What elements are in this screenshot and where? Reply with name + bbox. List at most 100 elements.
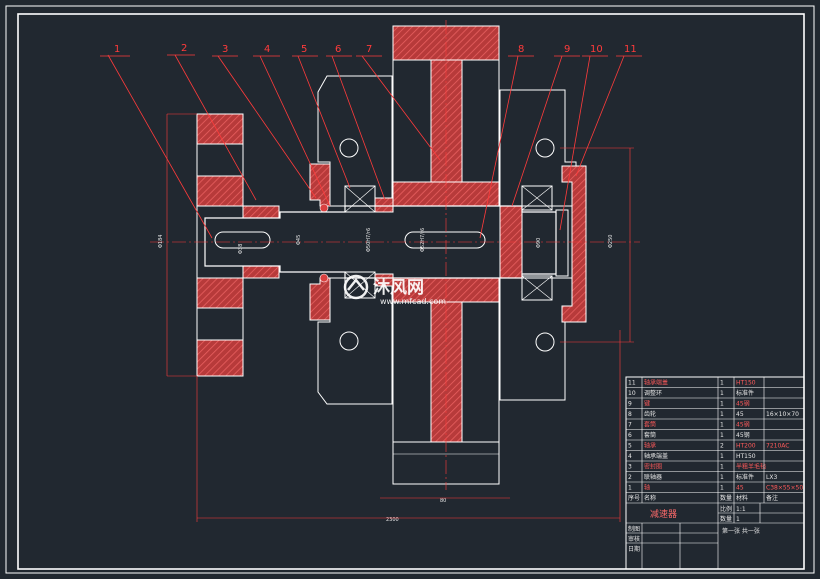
bom-cell-name: 套筒	[644, 421, 656, 429]
leader-label-5: 5	[301, 44, 307, 55]
bom-cell-no: 7	[628, 422, 632, 429]
bom-cell-name: 套筒	[644, 431, 656, 439]
bom-cell-no: 1	[628, 485, 632, 492]
bom-cell-material: 45钢	[736, 421, 750, 429]
bom-cell-name: 轴承端盖	[644, 452, 668, 460]
leader-label-7: 7	[366, 44, 372, 55]
sheet-border-inner	[17, 13, 805, 570]
seal-ring-top	[319, 203, 329, 213]
housing-right	[499, 89, 587, 401]
bom-header-name: 名称	[644, 494, 656, 502]
sleeve-left-top	[374, 197, 394, 213]
value-qty: 1	[736, 516, 740, 523]
bom-cell-material: HT150	[736, 453, 756, 460]
bom-cell-no: 6	[628, 432, 632, 439]
bearing-right-bottom	[521, 275, 553, 301]
bom-cell-material: 标准件	[736, 389, 754, 397]
watermark-logo-icon	[343, 274, 369, 300]
bom-cell-material: 45	[736, 485, 744, 492]
watermark: 沐风网 www.mfcad.com	[343, 274, 446, 306]
bom-cell-name: 齿轮	[644, 410, 656, 418]
gear-web-top-right	[461, 59, 500, 183]
bom-cell-note: C38×55×50	[766, 485, 803, 492]
drawing-title: 减速器	[650, 508, 677, 520]
gear-web-bottom-right	[461, 301, 500, 443]
seal-ring-bottom	[319, 273, 329, 283]
coupling-hub-top	[196, 175, 244, 207]
dim-shaft-dia-2: Φ45	[296, 235, 302, 245]
gear-web-bottom-left	[392, 301, 432, 443]
bearing-right-top	[521, 185, 553, 211]
bom-cell-name: 轴	[644, 484, 650, 492]
coupling	[196, 113, 280, 377]
bom-header-qty: 数量	[720, 494, 732, 502]
leader-label-6: 6	[335, 44, 341, 55]
coupling-flange-top-outer	[196, 113, 244, 145]
bom-cell-material: 标准件	[736, 473, 754, 481]
bom-cell-material: 45钢	[736, 400, 750, 408]
bom-cell-note: LX3	[766, 474, 777, 481]
bom-cell-name: 轴承	[644, 442, 656, 450]
leader-labels: 1 2 3 4 5 6 7 8 9 10 11	[114, 43, 637, 55]
dim-bore-fit-1: Φ50H7/r6	[366, 228, 372, 252]
bom-cell-name: 密封圈	[644, 463, 662, 471]
dim-gear-width: 80	[440, 498, 446, 504]
bom-cell-material: 半粗羊毛毡	[736, 463, 766, 471]
bom-cell-no: 4	[628, 453, 632, 460]
bolt-hole-top-left	[339, 138, 359, 158]
bom-cell-material: 45钢	[736, 431, 750, 439]
bom-header-note: 备注	[766, 494, 778, 502]
bom-cell-qty: 1	[720, 401, 724, 408]
label-scale: 比例	[720, 505, 732, 513]
bearing-cap-right	[561, 165, 587, 323]
bom-cell-material: HT200	[736, 443, 756, 450]
shaft	[150, 20, 640, 490]
leader-label-8: 8	[518, 44, 524, 55]
bom-header-no: 序号	[628, 494, 640, 502]
bom-cell-qty: 2	[720, 443, 724, 450]
bom-cell-qty: 1	[720, 432, 724, 439]
bom-cell-no: 5	[628, 443, 632, 450]
label-check: 审核	[628, 535, 640, 543]
bom-cell-no: 8	[628, 411, 632, 418]
bom-cell-qty: 1	[720, 390, 724, 397]
bom-cell-qty: 1	[720, 380, 724, 387]
leader-label-9: 9	[564, 44, 570, 55]
bom-cell-qty: 1	[720, 464, 724, 471]
leader-label-4: 4	[264, 44, 270, 55]
bom-cell-name: 调整环	[644, 389, 662, 397]
coupling-flange-bottom-outer	[196, 339, 244, 377]
gear-web-top	[430, 59, 463, 183]
leader-label-2: 2	[181, 43, 187, 54]
gear-web-top-left	[392, 59, 432, 183]
bom-cell-qty: 1	[720, 411, 724, 418]
bom-cell-name: 轴承端盖	[644, 379, 668, 387]
bom-cell-qty: 1	[720, 453, 724, 460]
leader-label-1: 1	[114, 44, 120, 55]
dim-bearing-d: Φ90	[536, 238, 542, 248]
sheet-border-outer	[5, 5, 815, 574]
bom-cell-qty: 1	[720, 474, 724, 481]
bom-cell-name: 键	[644, 400, 650, 408]
leader-label-3: 3	[222, 44, 228, 55]
keyway-gear	[404, 231, 486, 249]
bom-header-material: 材料	[736, 494, 748, 502]
keyway-left	[214, 231, 271, 249]
label-qty: 数量	[720, 515, 732, 523]
sleeve-left-bottom	[374, 273, 394, 287]
watermark-url: www.mfcad.com	[380, 297, 446, 306]
bom-cell-material: HT150	[736, 380, 756, 387]
leader-label-10: 10	[590, 44, 603, 55]
label-date: 日期	[628, 545, 640, 553]
label-drawing: 制图	[628, 525, 640, 533]
dim-shaft-dia-1: Φ38	[238, 244, 244, 254]
bom-cell-qty: 1	[720, 422, 724, 429]
bolt-hole-bottom-right	[535, 332, 555, 352]
bom-cell-no: 2	[628, 474, 632, 481]
bom-cell-no: 10	[628, 390, 636, 397]
dimension-lines	[166, 113, 634, 522]
coupling-hub-bottom	[196, 277, 244, 309]
bom-cell-no: 9	[628, 401, 632, 408]
